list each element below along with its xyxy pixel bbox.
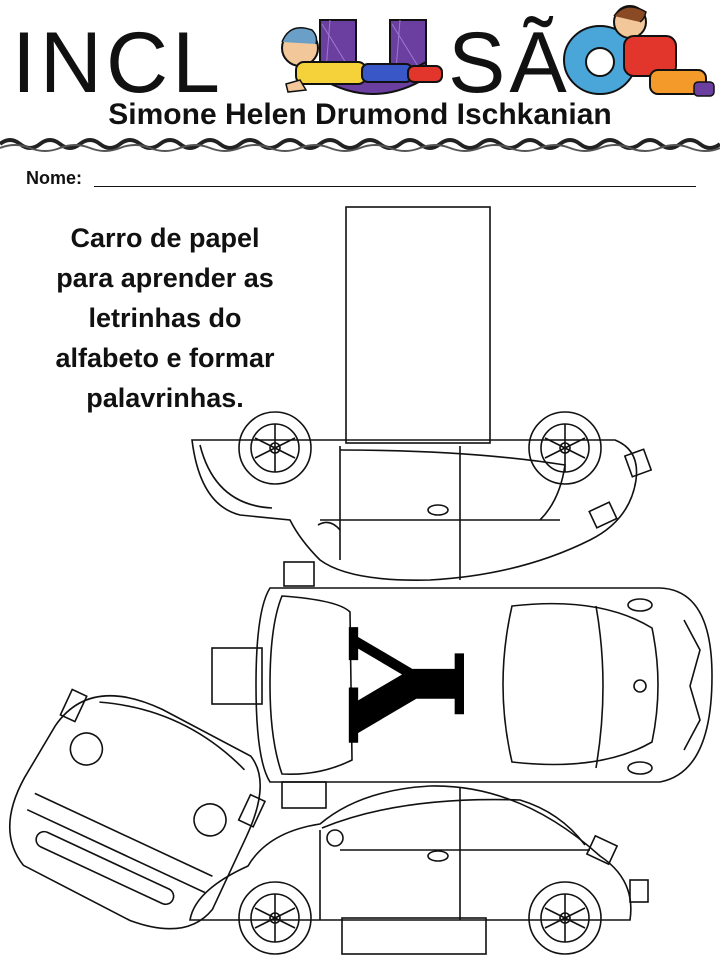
instruction-line: para aprender as xyxy=(56,263,274,293)
logo-letter-u-illustration xyxy=(281,19,443,95)
car-top-view xyxy=(211,561,713,809)
car-side-lower xyxy=(189,785,649,955)
instruction-line: Carro de papel xyxy=(70,223,260,253)
decorative-divider xyxy=(0,138,720,152)
author-name: Simone Helen Drumond Ischkanian xyxy=(108,98,612,131)
inclusao-logo: INCL SÃ xyxy=(12,5,715,110)
alphabet-letter: Y xyxy=(317,628,502,742)
instructions-text: Carro de papel para aprender as letrinha… xyxy=(20,218,310,418)
paper-car-template xyxy=(8,206,713,955)
instruction-line: alfabeto e formar xyxy=(55,343,275,373)
logo-text-left: INCL xyxy=(12,15,224,110)
logo-text-right: SÃ xyxy=(448,15,571,110)
name-write-line[interactable] xyxy=(94,186,696,187)
name-field-row: Nome: xyxy=(26,166,696,194)
car-side-upper xyxy=(191,411,653,581)
top-tab xyxy=(345,206,491,444)
car-front-view xyxy=(8,688,267,930)
logo-letter-o-illustration xyxy=(563,5,715,97)
instruction-line: letrinhas do xyxy=(88,303,242,333)
name-label: Nome: xyxy=(26,168,83,188)
instruction-line: palavrinhas. xyxy=(86,383,244,413)
